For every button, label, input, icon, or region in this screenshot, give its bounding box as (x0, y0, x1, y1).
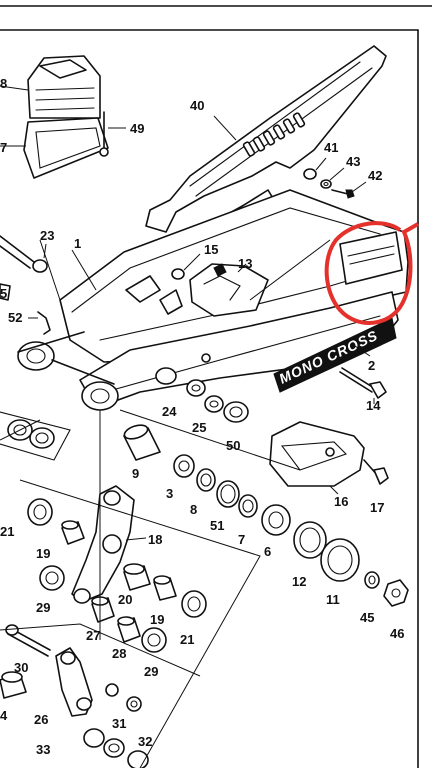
callout-27: 27 (86, 628, 100, 643)
callout-32: 32 (138, 734, 152, 749)
part-bolt-17 (363, 459, 389, 485)
callout-6: 6 (264, 544, 271, 559)
callout-18: 18 (148, 532, 162, 547)
callout-40: 40 (190, 98, 204, 113)
callout-21b: 21 (180, 632, 194, 647)
callout-19b: 19 (150, 612, 164, 627)
callout-43: 43 (346, 154, 360, 169)
callout-33: 33 (36, 742, 50, 757)
part-connecting-rod (55, 647, 93, 717)
callout-51: 51 (210, 518, 224, 533)
part-8 (196, 468, 216, 492)
callout-15: 15 (204, 242, 218, 257)
part-washer-43 (320, 167, 345, 189)
callout-16: 16 (334, 494, 348, 509)
part-6 (261, 504, 291, 536)
callout-14: 14 (366, 398, 381, 413)
part-bolt-14 (339, 367, 387, 404)
part-12 (293, 521, 327, 559)
callout-50: 50 (226, 438, 240, 453)
callout-29b: 29 (144, 664, 158, 679)
callout-23: 23 (40, 228, 54, 243)
callout-3: 3 (166, 486, 173, 501)
callout-49: 49 (130, 121, 144, 136)
part-nut-31 (105, 683, 119, 697)
part-bushing-21a (27, 498, 53, 526)
part-washer-24 (186, 379, 206, 397)
part-chain-slider (269, 421, 365, 495)
assembly-guide-lines (0, 239, 331, 768)
callout-45: 45 (360, 610, 374, 625)
part-item-5 (0, 283, 11, 301)
part-bushing-29a (39, 565, 65, 591)
callout-17: 17 (370, 500, 384, 515)
callout-21a: 21 (0, 524, 14, 539)
callout-7b: 7 (238, 532, 245, 547)
part-bolt-49 (99, 111, 126, 157)
part-nut-32 (126, 696, 142, 712)
part-clip-52 (28, 311, 51, 335)
callout-4: 4 (0, 708, 8, 723)
part-7 (238, 494, 258, 518)
guard-slots (242, 112, 306, 157)
part-11 (320, 538, 360, 582)
callout-26: 26 (34, 712, 48, 727)
part-bearing-stack (173, 454, 360, 582)
part-3 (173, 454, 195, 478)
part-bushing-29b (141, 627, 167, 653)
callout-46: 46 (390, 626, 404, 641)
callout-24: 24 (162, 404, 177, 419)
part-bushing-50 (223, 401, 249, 423)
part-bolt-42 (331, 181, 367, 199)
callout-13: 13 (238, 256, 252, 271)
callout-9: 9 (132, 466, 139, 481)
callout-19a: 19 (36, 546, 50, 561)
callout-20: 20 (118, 592, 132, 607)
part-bushing-21b (181, 590, 207, 618)
part-nut-15 (171, 253, 201, 280)
callout-7a: 7 (0, 140, 7, 155)
callout-5: 5 (0, 286, 7, 301)
part-collar-19a (61, 520, 85, 545)
part-washer-45 (364, 571, 380, 589)
part-shaft-23 (0, 235, 48, 273)
part-left-bushings (0, 411, 71, 461)
callout-52: 52 (8, 310, 22, 325)
callout-1: 1 (74, 236, 81, 251)
part-cover-assembly (0, 55, 109, 179)
callout-41: 41 (324, 140, 338, 155)
part-collars-33 (83, 728, 149, 768)
callout-8b: 8 (190, 502, 197, 517)
part-chain-puller (189, 263, 269, 317)
part-washer-25 (204, 395, 224, 413)
callout-8: 8 (0, 76, 7, 91)
callout-30: 30 (14, 660, 28, 675)
part-collar-41 (303, 157, 327, 180)
part-collar-9 (123, 424, 161, 461)
callout-31: 31 (112, 716, 126, 731)
callout-42: 42 (368, 168, 382, 183)
callout-11: 11 (326, 592, 340, 607)
callout-25: 25 (192, 420, 206, 435)
part-collar-20 (123, 563, 151, 591)
callout-12: 12 (292, 574, 306, 589)
part-collar-28 (117, 616, 141, 643)
part-bolt-30 (5, 624, 51, 657)
part-relay-arm (71, 485, 147, 604)
callout-2: 2 (368, 358, 375, 373)
part-collar-27 (91, 596, 115, 623)
callout-labels: 40 41 43 42 49 8 7 23 1 15 13 5 52 2 14 … (0, 76, 404, 757)
callout-29a: 29 (36, 600, 50, 615)
highlight-annotation (324, 221, 419, 325)
callout-28: 28 (112, 646, 126, 661)
part-nut-46 (383, 579, 409, 607)
part-collar-4 (0, 671, 27, 699)
part-collar-19b (153, 575, 177, 601)
